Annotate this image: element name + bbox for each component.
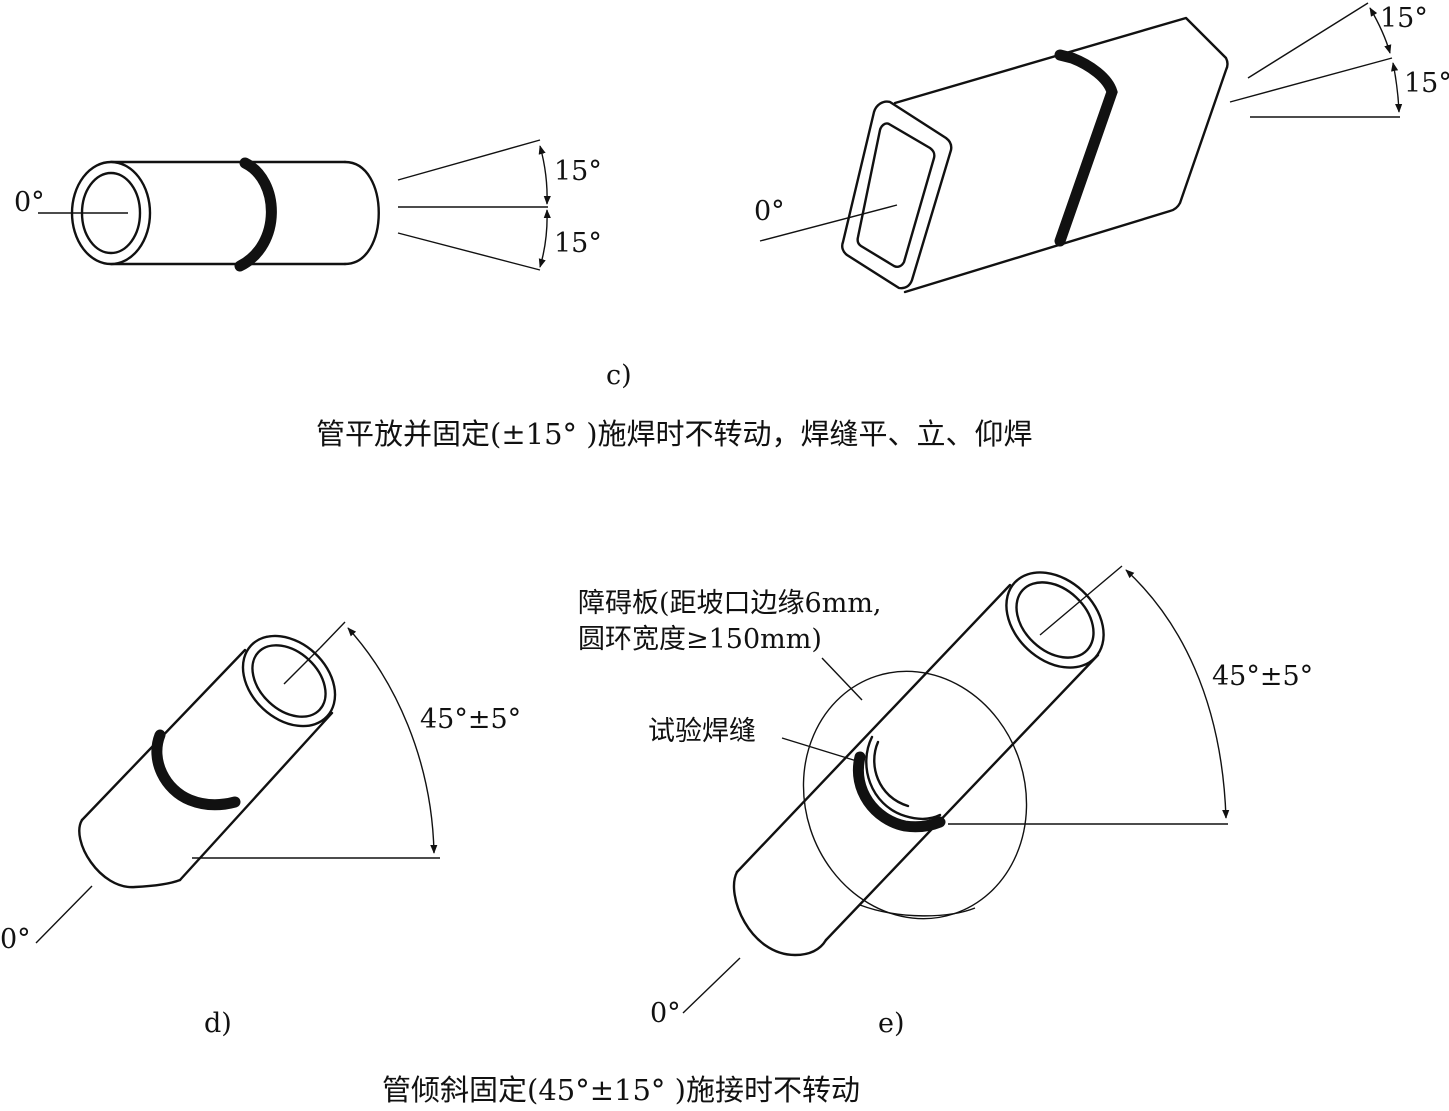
figure-d-pipe bbox=[35, 621, 440, 944]
pipe-angle-up-label: 15° bbox=[554, 156, 602, 187]
pipe-body bbox=[78, 634, 337, 889]
pipe-angle-down-label: 15° bbox=[554, 228, 602, 259]
axis-line bbox=[759, 204, 898, 242]
figure-e-label: e) bbox=[878, 1008, 905, 1039]
angle-arc bbox=[1125, 569, 1230, 819]
axis-line bbox=[682, 957, 741, 1014]
axis-line bbox=[35, 885, 93, 944]
obstacle-plate bbox=[802, 670, 1028, 920]
figure-d-label: d) bbox=[204, 1008, 232, 1039]
tube-body bbox=[841, 16, 1229, 294]
figure-e-angle-label: 45°±5° bbox=[1212, 661, 1313, 692]
figure-c-label: c) bbox=[606, 360, 632, 391]
figure-d-angle-label: 45°±5° bbox=[420, 704, 521, 735]
figure-c-pipe bbox=[38, 139, 551, 272]
angle-arc-down bbox=[1391, 62, 1403, 113]
weld-seam bbox=[853, 751, 946, 833]
figure-e-zero-label: 0° bbox=[650, 998, 681, 1029]
pipe-zero-label: 0° bbox=[14, 187, 45, 218]
angle-arc bbox=[347, 627, 438, 854]
figure-c-caption: 管平放并固定(±15° )施焊时不转动，焊缝平、立、仰焊 bbox=[316, 417, 1033, 451]
angle-arc-up bbox=[538, 145, 551, 205]
weld-seam bbox=[151, 729, 241, 811]
tube-angle-down-label: 15° bbox=[1404, 68, 1449, 99]
weld-leader bbox=[781, 737, 861, 763]
angle-arc-down bbox=[538, 209, 551, 268]
angle-arc-up bbox=[1369, 7, 1392, 54]
pipe-body bbox=[732, 571, 1105, 957]
weld-seam bbox=[234, 157, 277, 272]
weld-seam bbox=[1054, 49, 1118, 247]
figure-d-zero-label: 0° bbox=[0, 924, 31, 955]
bottom-caption: 管倾斜固定(45°±15° )施接时不转动 bbox=[382, 1073, 860, 1107]
tube-zero-label: 0° bbox=[754, 196, 785, 227]
angle-lines bbox=[1229, 2, 1403, 118]
axis-line-upper bbox=[283, 647, 321, 685]
weld-label: 试验焊缝 bbox=[648, 716, 756, 747]
obstacle-label-line2: 圆环宽度≥150mm) bbox=[578, 624, 822, 655]
axis-line-upper bbox=[1039, 565, 1123, 636]
obstacle-label-line1: 障碍板(距坡口边缘6mm, bbox=[578, 588, 882, 619]
incline-reference bbox=[319, 621, 346, 649]
angle-lines bbox=[397, 139, 551, 271]
tube-angle-up-label: 15° bbox=[1380, 3, 1428, 34]
figure-e-pipe bbox=[682, 565, 1230, 1014]
obstacle-leader bbox=[821, 657, 863, 701]
figure-c-square-tube bbox=[759, 2, 1403, 294]
